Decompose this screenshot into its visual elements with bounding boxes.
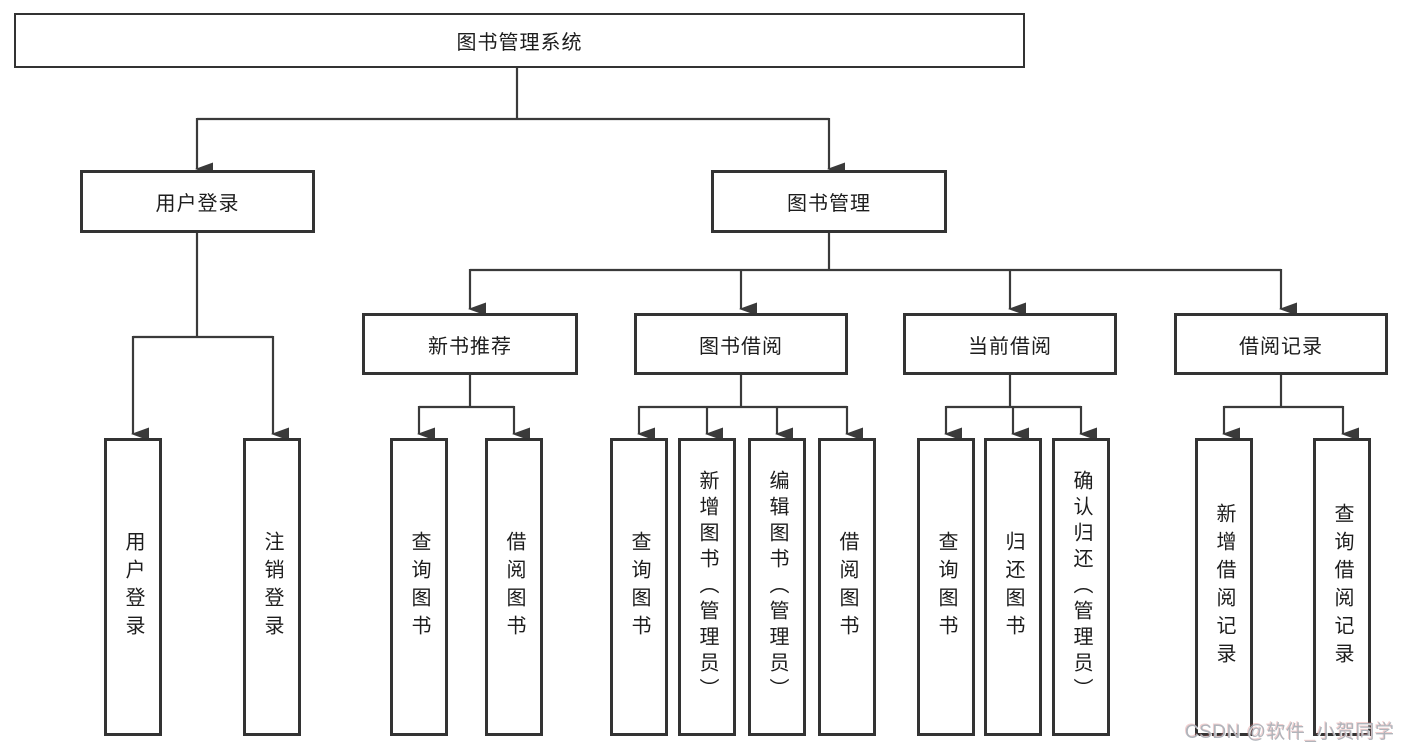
connector-book-mgmt-spine — [470, 233, 1281, 272]
leaf-confirm-return-admin: 确认归还（管理员） — [1052, 438, 1110, 736]
node-user-login: 用户登录 — [80, 170, 315, 233]
node-book-borrowing: 图书借阅 — [634, 313, 848, 375]
leaf-label: 编辑图书（管理员） — [766, 470, 788, 704]
node-current-borrowing: 当前借阅 — [903, 313, 1117, 375]
connector-borrow-record-spine — [1224, 375, 1343, 409]
leaf-borrow-books-1: 借阅图书 — [485, 438, 543, 736]
leaf-add-books-admin: 新增图书（管理员） — [678, 438, 736, 736]
node-label: 用户登录 — [155, 193, 240, 215]
node-label: 图书管理系统 — [456, 32, 583, 54]
leaf-label: 借阅图书 — [836, 531, 858, 643]
node-new-book-recommend: 新书推荐 — [362, 313, 578, 375]
leaf-query-books-3: 查询图书 — [917, 438, 975, 736]
leaf-label: 注销登录 — [261, 531, 283, 643]
leaf-label: 借阅图书 — [503, 531, 525, 643]
leaf-user-login: 用户登录 — [104, 438, 162, 736]
leaf-query-books-2: 查询图书 — [610, 438, 668, 736]
leaf-logout: 注销登录 — [243, 438, 301, 736]
node-label: 当前借阅 — [968, 335, 1052, 358]
connector-book-borrow-spine — [639, 375, 847, 409]
node-label: 新书推荐 — [428, 335, 512, 358]
connector-user-login-spine — [133, 233, 273, 339]
node-label: 图书管理 — [787, 193, 871, 215]
leaf-label: 新增图书（管理员） — [696, 470, 718, 704]
connector-current-borrow-spine — [946, 375, 1081, 409]
leaf-query-borrow-record: 查询借阅记录 — [1313, 438, 1371, 736]
leaf-borrow-books-2: 借阅图书 — [818, 438, 876, 736]
leaf-label: 查询图书 — [408, 531, 430, 643]
csdn-watermark: CSDN @软件_小贺同学 — [1185, 722, 1395, 743]
leaf-label: 用户登录 — [122, 531, 144, 643]
leaf-label: 新增借阅记录 — [1213, 503, 1235, 671]
node-book-management: 图书管理 — [711, 170, 947, 233]
leaf-label: 确认归还（管理员） — [1070, 470, 1092, 704]
leaf-query-books-1: 查询图书 — [390, 438, 448, 736]
node-borrowing-records: 借阅记录 — [1174, 313, 1388, 375]
node-label: 借阅记录 — [1239, 335, 1323, 358]
leaf-label: 查询借阅记录 — [1331, 503, 1353, 671]
leaf-label: 归还图书 — [1002, 531, 1024, 643]
connector-root-spine — [197, 68, 829, 121]
leaf-label: 查询图书 — [628, 531, 650, 643]
connector-new-book-spine — [419, 375, 514, 409]
leaf-return-books: 归还图书 — [984, 438, 1042, 736]
leaf-add-borrow-record: 新增借阅记录 — [1195, 438, 1253, 736]
leaf-label: 查询图书 — [935, 531, 957, 643]
node-label: 图书借阅 — [699, 335, 783, 358]
leaf-edit-books-admin: 编辑图书（管理员） — [748, 438, 806, 736]
node-library-management-system: 图书管理系统 — [14, 13, 1025, 68]
